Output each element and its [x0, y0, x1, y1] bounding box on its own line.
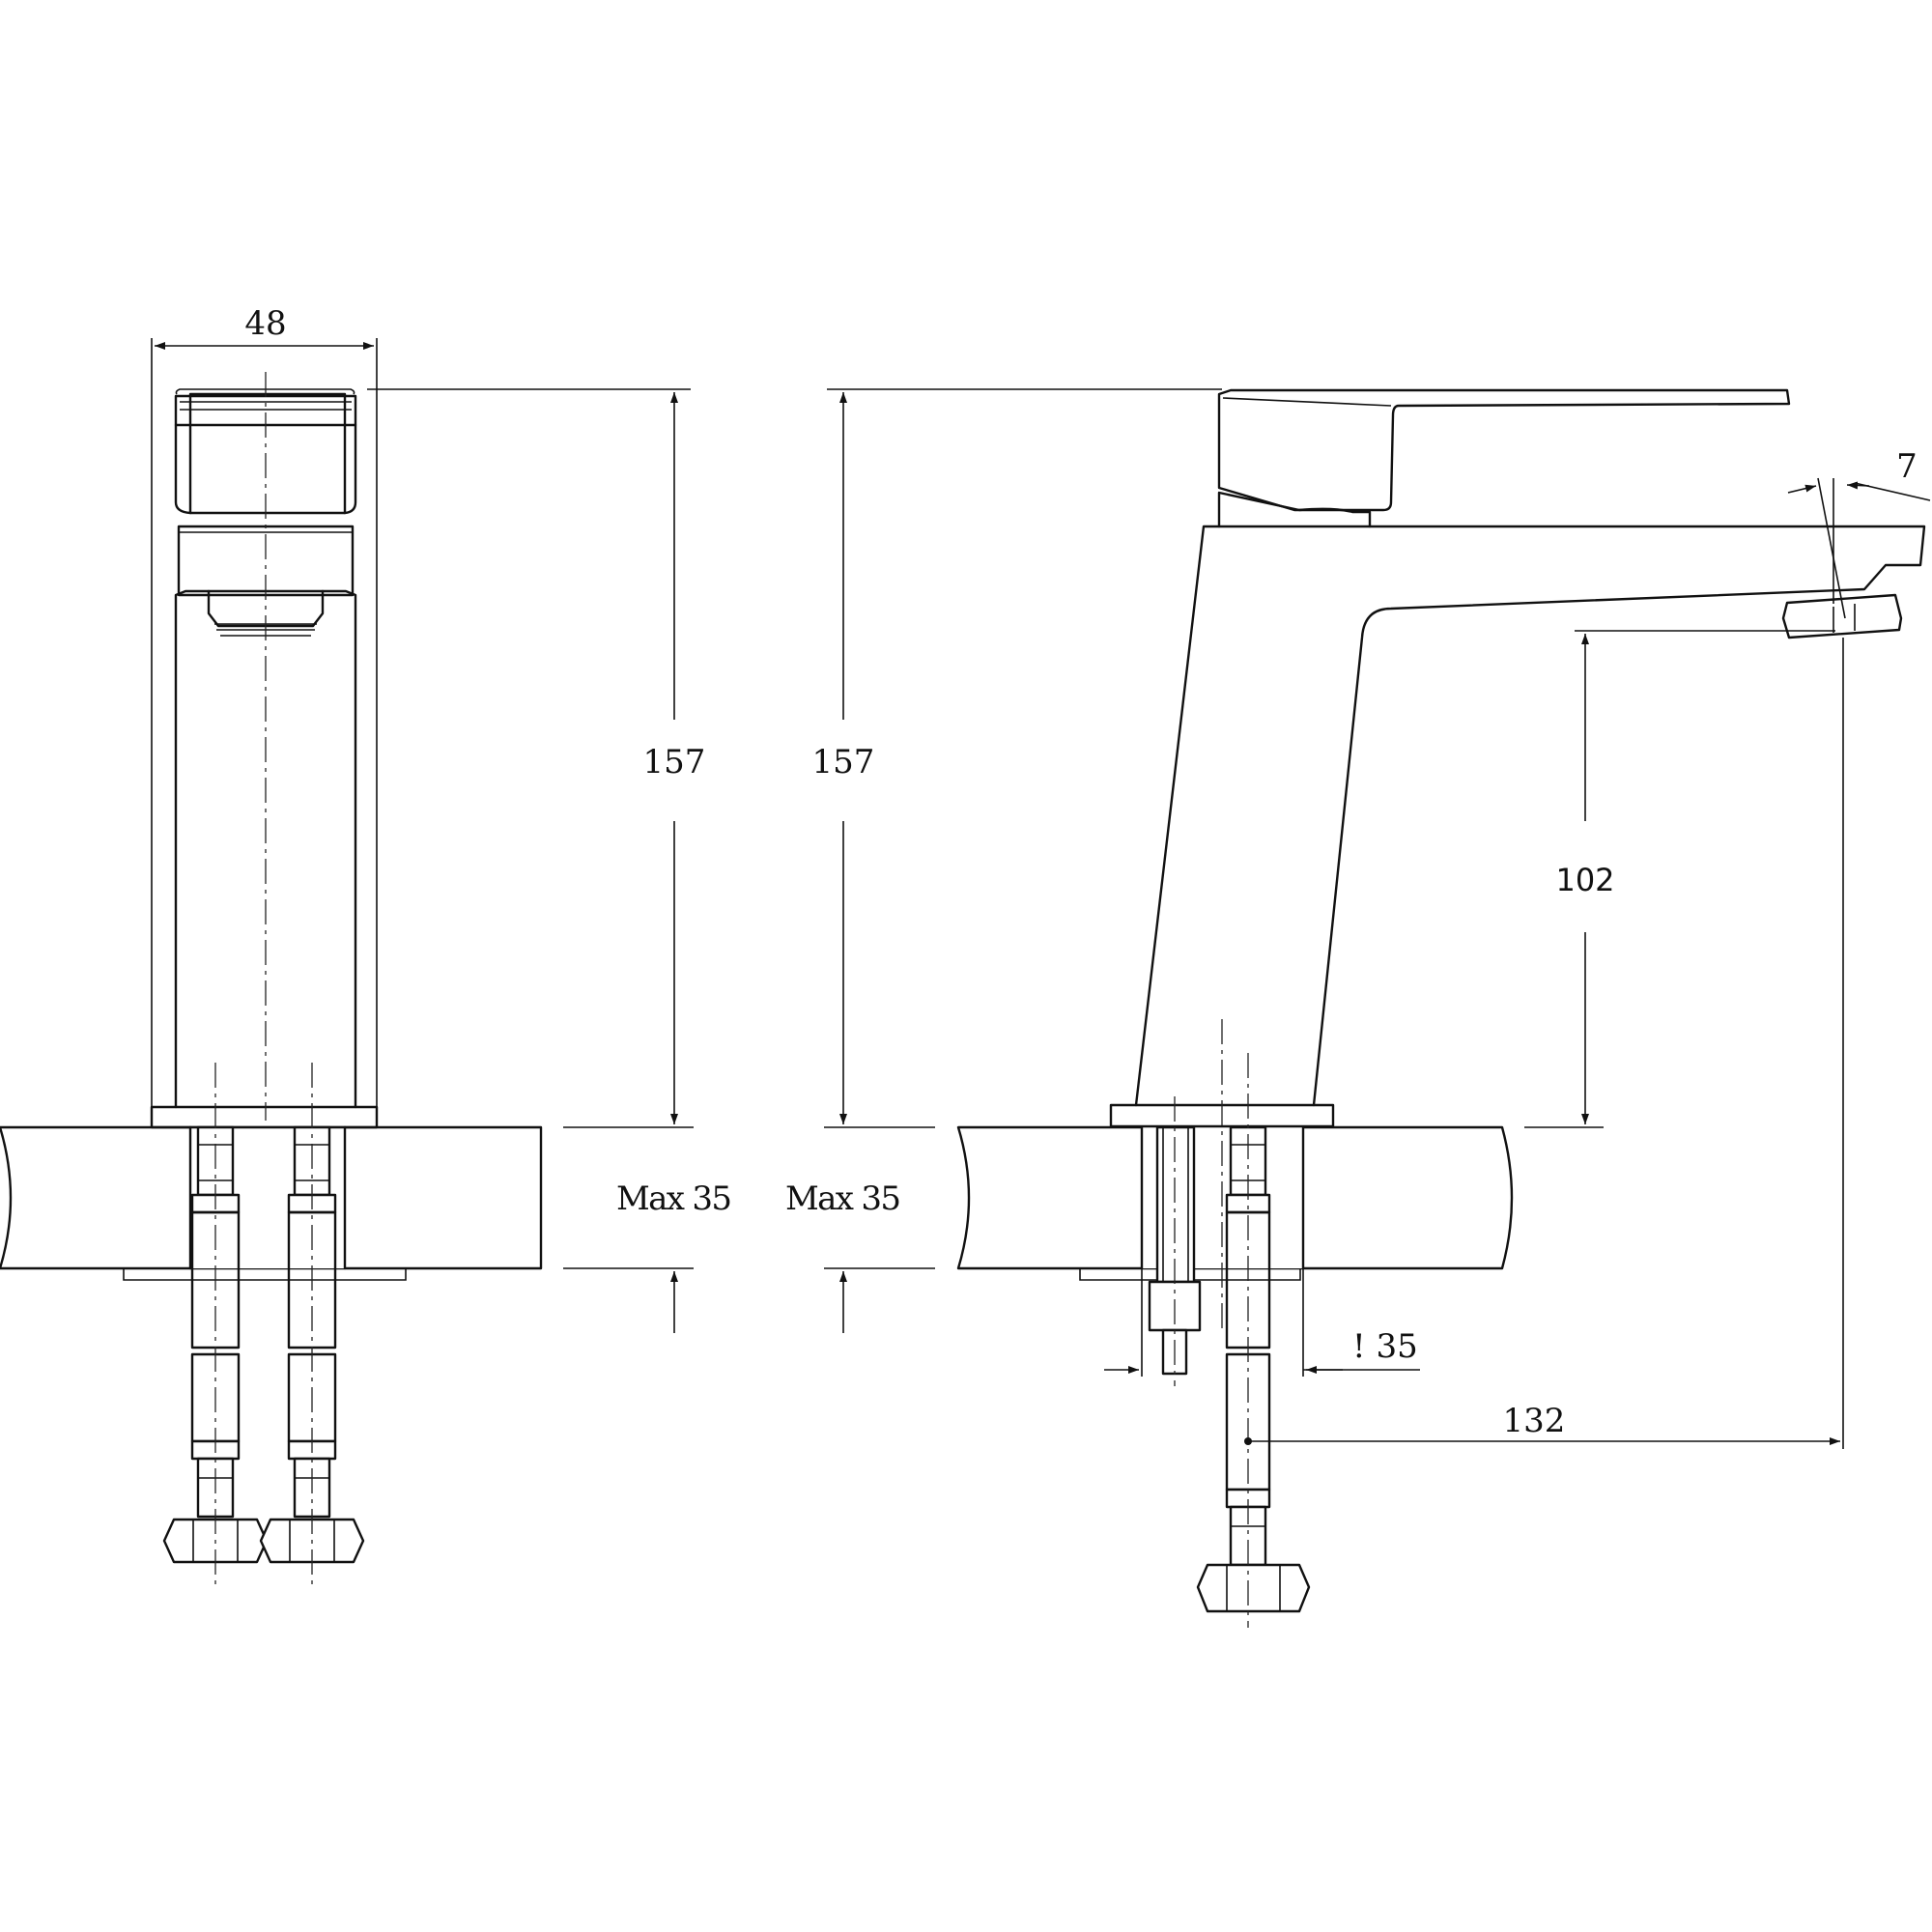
front-deck-dimension: Max 35	[563, 1126, 732, 1333]
side-height-value: 157	[812, 743, 875, 781]
hole-diameter-dimension: ! 35	[1104, 1268, 1420, 1377]
spout-tilt-dimension: 7	[1787, 447, 1931, 619]
side-mounting-stud	[1148, 1096, 1202, 1386]
front-base-plate	[150, 1105, 379, 1129]
side-deck-dimension: Max 35	[785, 1179, 935, 1333]
front-body	[174, 388, 357, 1109]
side-max-deck: Max 35	[785, 1179, 901, 1218]
spout-clearance-dimension: 102	[1524, 630, 1835, 1128]
spout-tilt-value: 7	[1896, 447, 1918, 486]
side-hose	[1196, 1053, 1311, 1628]
spout-clearance-value: 102	[1555, 862, 1614, 898]
side-height-dimension: 157	[812, 388, 1222, 1128]
front-height-dimension: 157	[367, 388, 706, 1124]
hole-diameter-value: ! 35	[1352, 1327, 1418, 1366]
front-width-dimension: 48	[151, 304, 378, 1107]
spout-reach-dimension: 132	[1244, 638, 1844, 1449]
spout-reach-value: 132	[1503, 1402, 1566, 1440]
front-countertop	[0, 1125, 543, 1281]
side-body-spout	[1134, 388, 1926, 1107]
front-hoses	[162, 1063, 365, 1584]
side-view: 157 Max 35	[785, 388, 1931, 1628]
front-max-deck: Max 35	[616, 1179, 732, 1218]
front-view: 48 157 Max 35	[0, 304, 732, 1584]
front-hose-right	[259, 1125, 365, 1564]
width-value: 48	[244, 304, 286, 343]
front-height-value: 157	[643, 743, 706, 781]
